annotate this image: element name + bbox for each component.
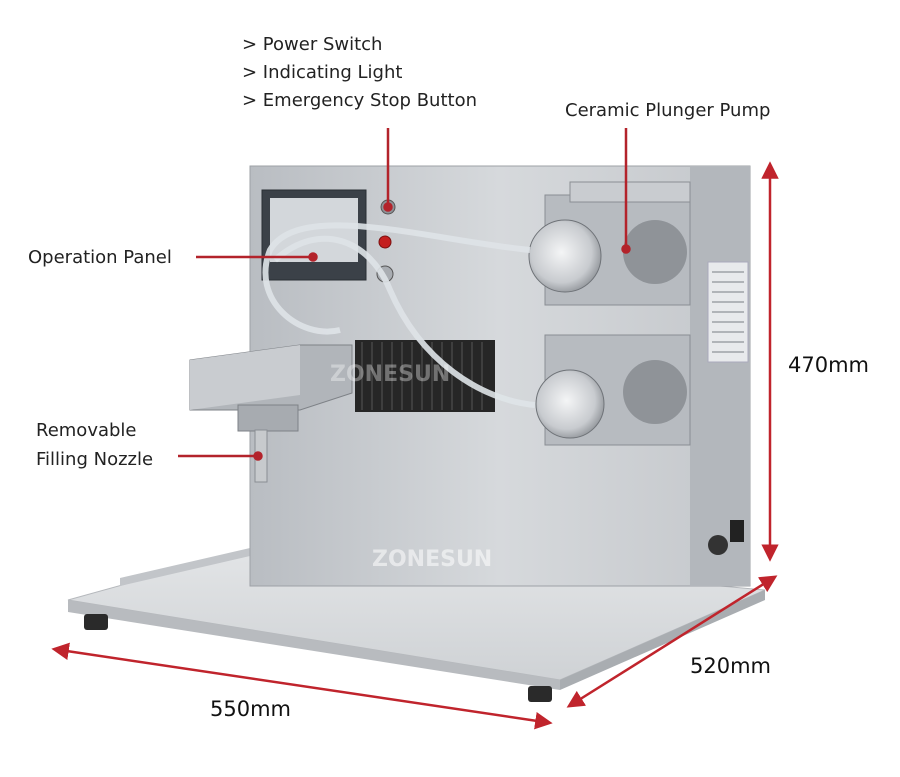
indicating-light-icon <box>378 235 392 249</box>
pump-lower <box>535 334 691 446</box>
pump-upper <box>528 181 691 306</box>
watermark-lower: ZONESUN <box>372 547 492 572</box>
callout-nozzle-line2: Filling Nozzle <box>36 449 154 470</box>
callout-nozzle-line1: Removable <box>36 420 137 441</box>
callout-operation-panel: Operation Panel <box>28 247 172 268</box>
tubing <box>262 222 536 408</box>
dimension-height-label: 470mm <box>788 353 869 377</box>
dimension-arrows <box>51 161 779 730</box>
filling-nozzle-arm <box>189 344 353 483</box>
callout-indicating-light: > Indicating Light <box>242 62 403 83</box>
depth-arrow <box>566 575 778 708</box>
callout-emergency-stop: > Emergency Stop Button <box>242 90 477 111</box>
callout-ceramic-pump: Ceramic Plunger Pump <box>565 100 771 121</box>
dimension-depth-label: 520mm <box>690 654 771 678</box>
width-arrow <box>51 642 553 730</box>
watermark-upper: ZONESUN <box>330 362 450 387</box>
callout-power-switch: > Power Switch <box>242 34 383 55</box>
operation-panel <box>261 189 367 281</box>
callout-lines <box>178 128 631 461</box>
dimension-width-label: 550mm <box>210 697 291 721</box>
